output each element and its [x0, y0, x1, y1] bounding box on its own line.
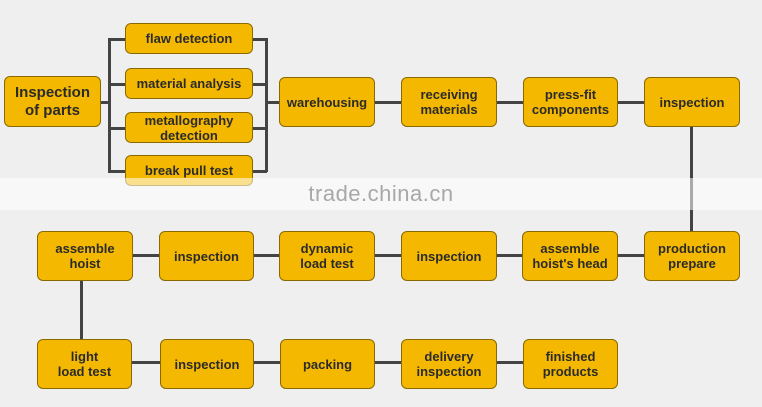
- connector: [252, 127, 267, 130]
- connector: [496, 361, 524, 364]
- connector: [374, 361, 402, 364]
- step-light-load-test: light load test: [37, 339, 132, 389]
- connector: [252, 170, 267, 173]
- connector: [252, 38, 267, 41]
- connector: [374, 254, 402, 257]
- step-inspection: inspection: [159, 231, 254, 281]
- connector: [253, 254, 280, 257]
- connector: [108, 38, 126, 41]
- connector: [253, 361, 281, 364]
- step-packing: packing: [280, 339, 375, 389]
- step-metallography-detection: metallography detection: [125, 112, 253, 143]
- step-inspection: inspection: [160, 339, 254, 389]
- step-inspection: inspection: [644, 77, 740, 127]
- step-press-fit-components: press-fit components: [523, 77, 618, 127]
- connector: [374, 101, 402, 104]
- connector: [80, 280, 83, 340]
- step-flaw-detection: flaw detection: [125, 23, 253, 54]
- connector: [265, 101, 280, 104]
- step-material-analysis: material analysis: [125, 68, 253, 99]
- connector: [496, 254, 523, 257]
- connector: [617, 254, 645, 257]
- watermark-text: trade.china.cn: [308, 181, 454, 206]
- connector: [132, 254, 160, 257]
- connector: [108, 83, 126, 86]
- step-receiving-materials: receiving materials: [401, 77, 497, 127]
- step-finished-products: finished products: [523, 339, 618, 389]
- watermark-band: [0, 178, 762, 210]
- step-delivery-inspection: delivery inspection: [401, 339, 497, 389]
- connector: [100, 101, 110, 104]
- step-assemble-hoist: assemble hoist: [37, 231, 133, 281]
- step-production-prepare: production prepare: [644, 231, 740, 281]
- step-warehousing: warehousing: [279, 77, 375, 127]
- step-assemble-hoists-head: assemble hoist's head: [522, 231, 618, 281]
- connector: [252, 83, 267, 86]
- connector: [131, 361, 161, 364]
- connector: [108, 170, 126, 173]
- connector: [496, 101, 524, 104]
- connector: [617, 101, 645, 104]
- connector: [265, 38, 268, 172]
- step-inspection: inspection: [401, 231, 497, 281]
- step-inspection-of-parts: Inspection of parts: [4, 76, 101, 127]
- step-dynamic-load-test: dynamic load test: [279, 231, 375, 281]
- connector: [108, 38, 111, 172]
- connector: [108, 127, 126, 130]
